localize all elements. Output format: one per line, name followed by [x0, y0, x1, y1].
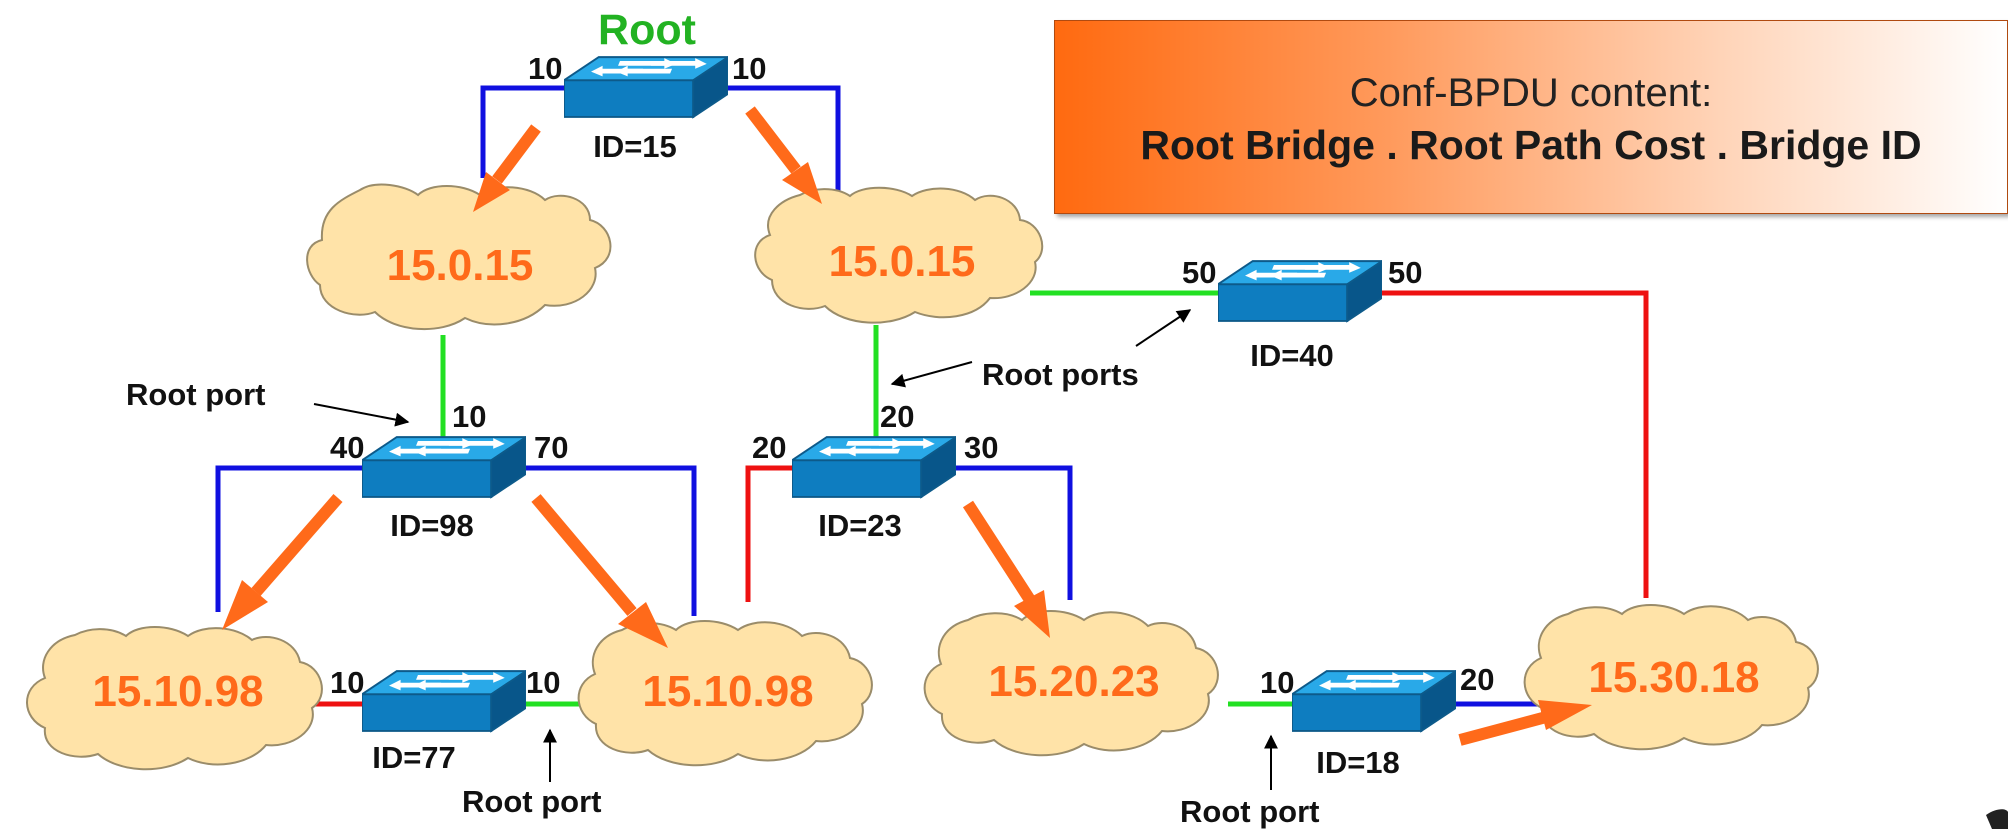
root-port-annotations: Root port Root ports Root port Root port: [126, 309, 1319, 829]
root-port-label-18: Root port: [1180, 794, 1319, 829]
bpdu-arrow-23-seg5: [962, 500, 1050, 638]
port-cost-98-right: 70: [534, 430, 568, 465]
bpdu-arrow-15-seg1-shaft: [492, 124, 541, 184]
segment-cloud-4: [577, 620, 873, 767]
bpdu-content-banner: Conf-BPDU content: Root Bridge . Root Pa…: [1054, 20, 2008, 214]
switch-icon-40: [1218, 260, 1382, 322]
bpdu-flow-arrows: [222, 106, 1592, 746]
segments: [26, 183, 1819, 771]
corner-fragment: [1986, 809, 2008, 829]
switch-id-23: ID=23: [818, 508, 902, 543]
banner-fields: Root Bridge . Root Path Cost . Bridge ID: [1140, 122, 1922, 168]
cloud-shape-4: [577, 620, 873, 767]
cloud-shape-6: [1523, 604, 1819, 751]
link-40-to-seg6: [1380, 290, 1649, 598]
port-cost-15-left: 10: [528, 51, 562, 86]
bpdu-label-seg2: 15.0.15: [829, 237, 976, 286]
switch-id-18: ID=18: [1316, 745, 1400, 780]
root-port-pointer-98: [313, 403, 410, 427]
bpdu-arrow-98-seg4-head: [618, 602, 668, 648]
port-cost-77-left: 10: [330, 665, 364, 700]
switch-icon-18: [1292, 670, 1456, 732]
bpdu-arrow-18-seg6-head: [1538, 700, 1592, 730]
bpdu-arrow-15-seg2-head: [782, 162, 822, 204]
bpdu-arrow-98-seg4-shaft: [531, 494, 637, 616]
segment-cloud-5: [923, 610, 1219, 757]
switch-id-77: ID=77: [372, 740, 456, 775]
link-15-to-seg1: [480, 85, 565, 178]
switch-id-40: ID=40: [1250, 338, 1334, 373]
switch-icon-23: [792, 436, 956, 498]
link-98-to-seg4: [526, 465, 697, 616]
bpdu-label-seg6: 15.30.18: [1588, 653, 1759, 702]
cloud-shape-3: [26, 626, 323, 771]
port-cost-23-top: 20: [880, 399, 914, 434]
switch-icon-77: [362, 670, 526, 732]
root-ports-label: Root ports: [982, 357, 1139, 392]
port-cost-18-right: 20: [1460, 662, 1494, 697]
bpdu-labels: 15.0.15 15.0.15 15.10.98 15.10.98 15.20.…: [92, 237, 1759, 716]
root-ports-pointer-23: [890, 361, 973, 388]
bpdu-arrow-98-seg3: [222, 494, 343, 630]
switch-icon-98: [362, 436, 526, 498]
link-98-to-seg3: [215, 465, 362, 612]
bpdu-arrow-15-seg2: [745, 106, 822, 204]
bpdu-label-seg1: 15.0.15: [387, 241, 534, 290]
port-cost-98-left: 40: [330, 430, 364, 465]
root-label: Root: [598, 6, 696, 54]
switch-icon-15: [564, 56, 728, 118]
link-23-to-seg5: [954, 465, 1073, 600]
bpdu-label-seg3: 15.10.98: [92, 667, 263, 716]
root-port-label-98: Root port: [126, 377, 265, 412]
segment-cloud-6: [1523, 604, 1819, 751]
banner-heading: Conf-BPDU content:: [1349, 71, 1713, 115]
cloud-shape-5: [923, 610, 1219, 757]
bpdu-label-seg4: 15.10.98: [642, 667, 813, 716]
segment-cloud-3: [26, 626, 323, 771]
switch-labels: Root ID=15 10 10 ID=98 40 10 70 ID=23 20…: [330, 6, 1494, 780]
bpdu-arrow-18-seg6-shaft: [1458, 710, 1552, 746]
bpdu-arrow-98-seg3-head: [222, 580, 268, 630]
switch-id-15: ID=15: [593, 129, 677, 164]
segment-cloud-2: [754, 186, 1044, 324]
root-ports-pointer-40: [1135, 309, 1192, 347]
port-cost-23-right: 30: [964, 430, 998, 465]
link-23-to-seg4: [745, 465, 792, 602]
cloud-shape-2: [754, 186, 1044, 324]
bpdu-arrow-98-seg3-shaft: [251, 494, 343, 596]
port-cost-40-right: 50: [1388, 255, 1422, 290]
switches: [362, 56, 1456, 732]
bpdu-arrow-23-seg5-shaft: [962, 500, 1036, 604]
bpdu-arrow-15-seg2-shaft: [745, 106, 801, 174]
bpdu-arrow-15-seg1-head: [473, 172, 510, 212]
bpdu-label-seg5: 15.20.23: [988, 657, 1159, 706]
bpdu-arrow-98-seg4: [531, 494, 668, 648]
root-port-label-77: Root port: [462, 784, 601, 819]
bpdu-arrow-23-seg5-head: [1014, 590, 1050, 638]
bpdu-arrow-18-seg6: [1458, 700, 1592, 746]
port-cost-15-right: 10: [732, 51, 766, 86]
port-cost-18-left: 10: [1260, 665, 1294, 700]
port-cost-23-left: 20: [752, 430, 786, 465]
port-cost-77-right: 10: [526, 665, 560, 700]
bpdu-arrow-15-seg1: [473, 124, 541, 212]
port-cost-98-top: 10: [452, 399, 486, 434]
links: [215, 85, 1649, 707]
switch-id-98: ID=98: [390, 508, 474, 543]
port-cost-40-left: 50: [1182, 255, 1216, 290]
link-15-to-seg2: [728, 85, 841, 206]
